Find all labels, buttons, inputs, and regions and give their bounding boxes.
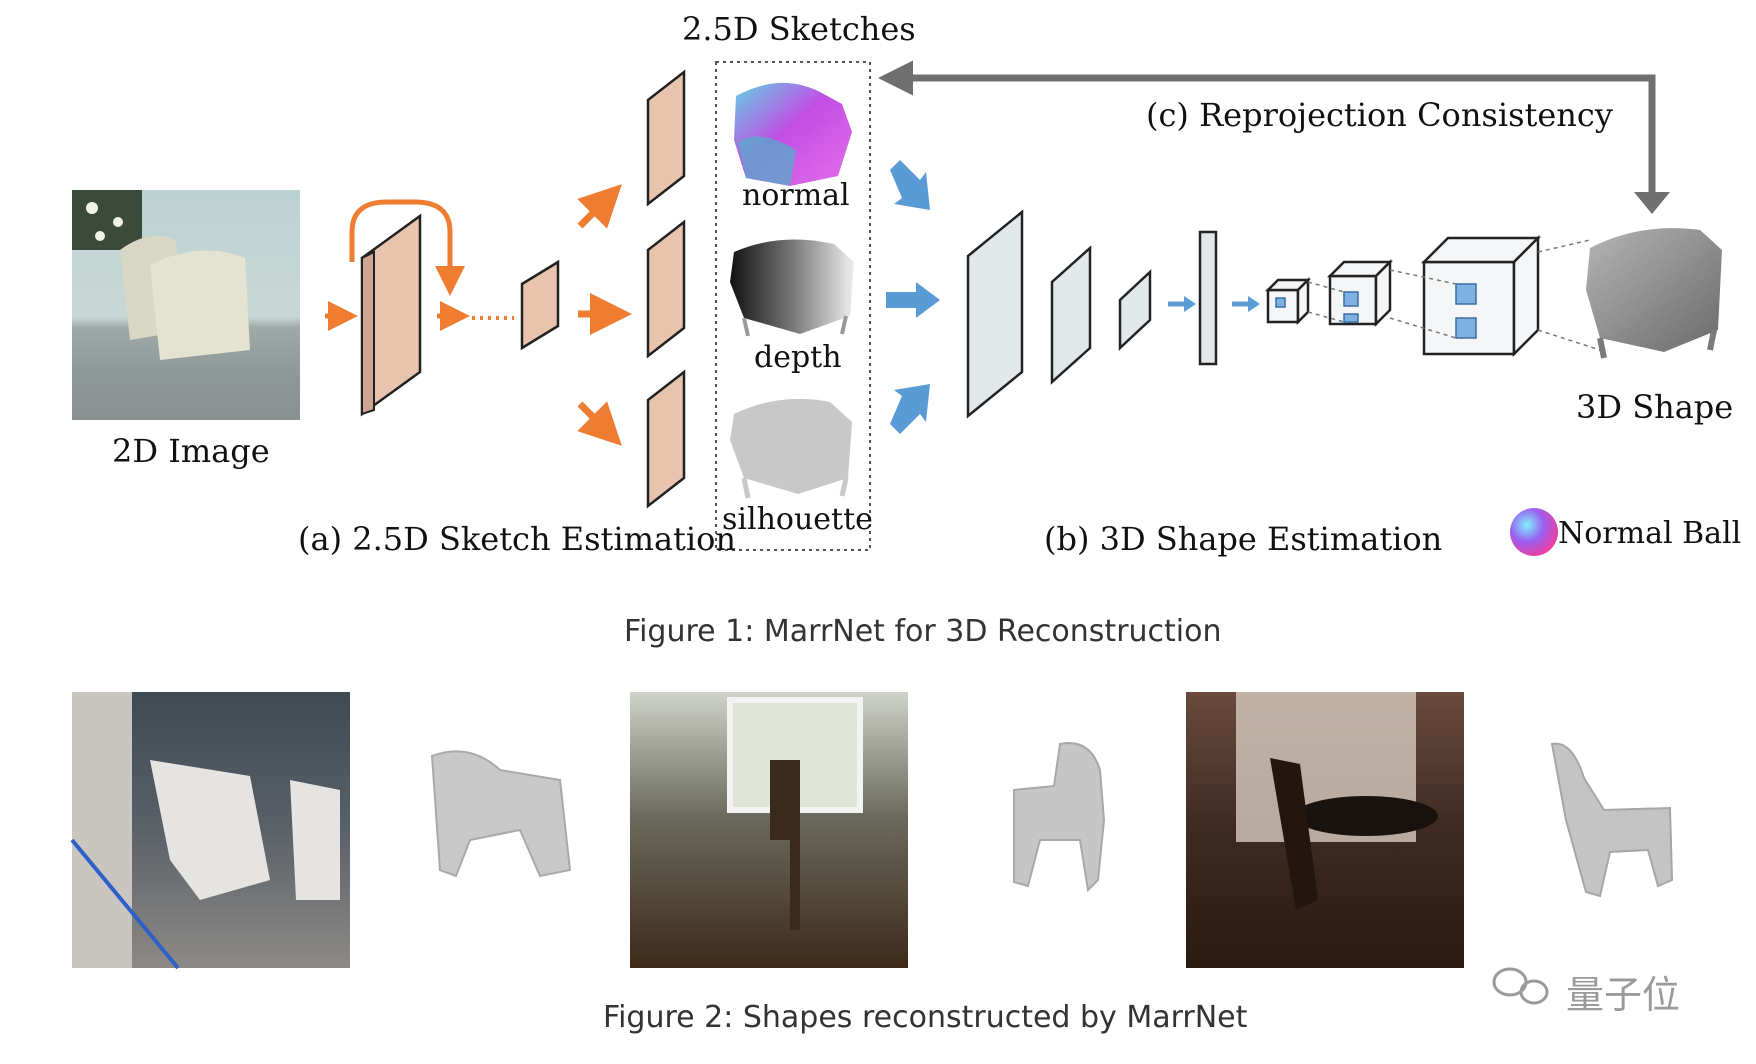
sketches-header: 2.5D Sketches bbox=[682, 10, 916, 48]
decoder-normal bbox=[646, 69, 686, 207]
input-2d-image bbox=[72, 190, 300, 420]
photo-room-window-chair bbox=[630, 692, 908, 968]
photo-woman-adirondack-chairs bbox=[70, 692, 350, 970]
reconstruction-chair-2 bbox=[1013, 742, 1106, 893]
bottleneck-block bbox=[520, 259, 560, 351]
depth-sketch-image bbox=[730, 239, 854, 337]
reconstruction-chair-1 bbox=[430, 750, 572, 878]
arrow-to-silhouette bbox=[577, 401, 622, 446]
voxel-cubes bbox=[1264, 234, 1542, 358]
reconstruction-chair-3 bbox=[1550, 742, 1674, 898]
normal-ball-label: Normal Ball bbox=[1558, 516, 1742, 551]
wechat-icon bbox=[1492, 967, 1549, 1005]
sketch-label-normal: normal bbox=[742, 178, 850, 213]
shape-encoder bbox=[966, 209, 1218, 419]
reprojection-loop-arrow bbox=[878, 60, 1656, 196]
sketches-box bbox=[715, 61, 871, 551]
watermark-text: 量子位 bbox=[1566, 973, 1681, 1017]
silhouette-sketch-image bbox=[730, 398, 852, 499]
encoder-block bbox=[360, 213, 422, 417]
output-shape-label: 3D Shape bbox=[1576, 388, 1734, 426]
figure2-caption: Figure 2: Shapes reconstructed by MarrNe… bbox=[603, 1000, 1248, 1035]
normal-ball-icon bbox=[1510, 508, 1558, 556]
skip-connection-arrow bbox=[349, 199, 465, 296]
figure1-caption: Figure 1: MarrNet for 3D Reconstruction bbox=[624, 614, 1222, 649]
voxel-highlights bbox=[1275, 283, 1477, 339]
normal-sketch-image bbox=[734, 82, 852, 186]
stage-c-label: (c) Reprojection Consistency bbox=[1146, 96, 1613, 134]
reprojection-arrow-head bbox=[1634, 192, 1670, 214]
photo-dining-table bbox=[1186, 692, 1464, 968]
stage-b-label: (b) 3D Shape Estimation bbox=[1044, 520, 1443, 558]
sketch-label-depth: depth bbox=[754, 340, 842, 375]
decoder-silhouette bbox=[646, 369, 686, 509]
stage-a-label: (a) 2.5D Sketch Estimation bbox=[298, 520, 737, 558]
decoder-depth bbox=[646, 219, 686, 359]
blue-arrows bbox=[886, 160, 940, 434]
shape-arrows bbox=[1168, 296, 1260, 312]
output-3d-mesh bbox=[1586, 228, 1722, 359]
projection-lines bbox=[1307, 239, 1601, 351]
sketch-label-silhouette: silhouette bbox=[722, 502, 873, 537]
input-image-label: 2D Image bbox=[112, 432, 270, 470]
arrow-to-normal bbox=[577, 184, 622, 229]
